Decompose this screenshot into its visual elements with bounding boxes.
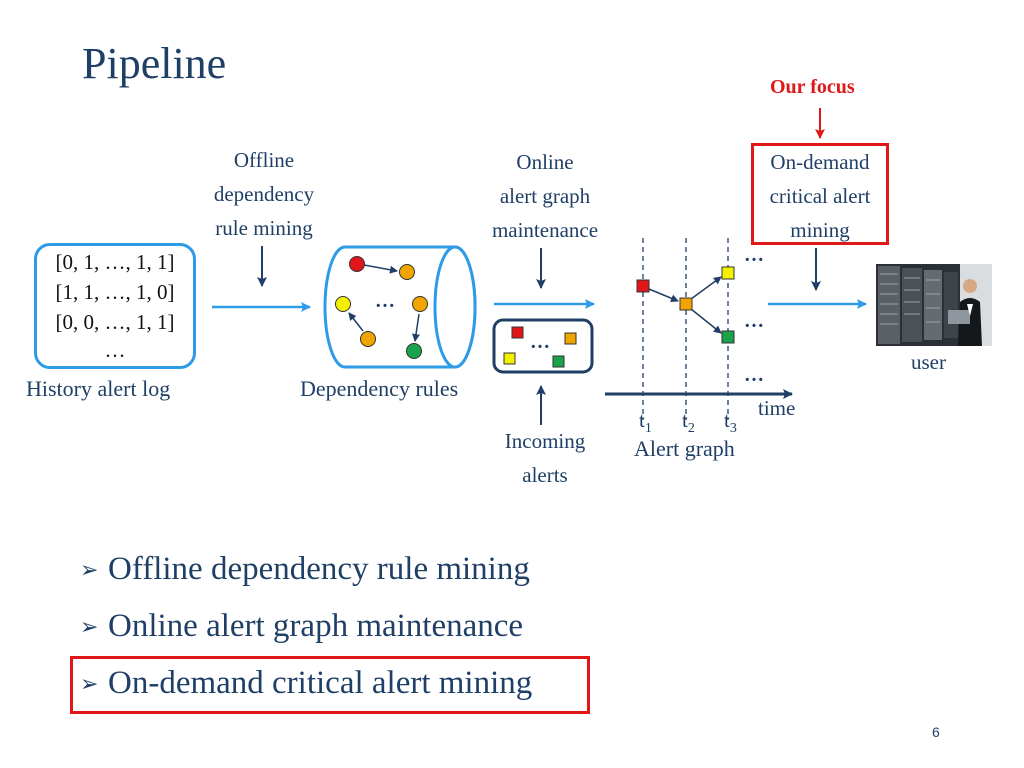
arrow-bullet-icon: ➢ — [80, 672, 99, 698]
slide-title: Pipeline — [82, 39, 227, 88]
alert-graph-caption: Alert graph — [634, 436, 735, 461]
dependency-rules-caption: Dependency rules — [300, 376, 459, 401]
user-caption: user — [911, 350, 946, 374]
rule-node — [406, 343, 422, 359]
tick-label-t3: t3 — [724, 408, 737, 437]
graph-ellipsis-top: … — [744, 244, 764, 266]
log-row: [1, 1, …, 1, 0] — [55, 280, 175, 304]
arrow-bullet-icon: ➢ — [80, 558, 99, 584]
history-alert-log-box: [0, 1, …, 1, 1] [1, 1, …, 1, 0] [0, 0, …… — [34, 243, 196, 369]
bullet-item: ➢Offline dependency rule mining — [80, 544, 532, 601]
time-axis-label: time — [758, 396, 796, 420]
bullet-list: ➢Offline dependency rule mining ➢Online … — [80, 544, 532, 715]
our-focus-label: Our focus — [770, 76, 855, 98]
user-photo — [876, 264, 992, 346]
rule-node — [412, 296, 428, 312]
bullet-focus-highlight — [70, 656, 590, 714]
tick-label-t1: t1 — [639, 408, 652, 437]
alert-node — [636, 279, 650, 293]
incoming-ellipsis: … — [530, 331, 550, 353]
graph-ellipsis-bottom: … — [744, 364, 764, 386]
alert-node — [679, 297, 693, 311]
log-row: [0, 1, …, 1, 1] — [55, 250, 175, 274]
rule-node — [349, 256, 365, 272]
tick-label-t2: t2 — [682, 408, 695, 437]
rule-node — [360, 331, 376, 347]
log-row: [0, 0, …, 1, 1] — [55, 310, 175, 334]
arrow-bullet-icon: ➢ — [80, 615, 99, 641]
history-alert-log-caption: History alert log — [26, 376, 171, 401]
focus-highlight-box — [751, 143, 889, 245]
rule-node — [335, 296, 351, 312]
rule-node — [399, 264, 415, 280]
bullet-item: ➢On-demand critical alert mining — [80, 658, 532, 715]
bullet-item: ➢Online alert graph maintenance — [80, 601, 532, 658]
log-row: … — [104, 338, 126, 362]
alert-node — [721, 266, 735, 280]
alert-node — [721, 330, 735, 344]
graph-ellipsis-mid: … — [744, 310, 764, 332]
page-number: 6 — [932, 724, 940, 740]
rules-ellipsis: … — [375, 290, 395, 312]
